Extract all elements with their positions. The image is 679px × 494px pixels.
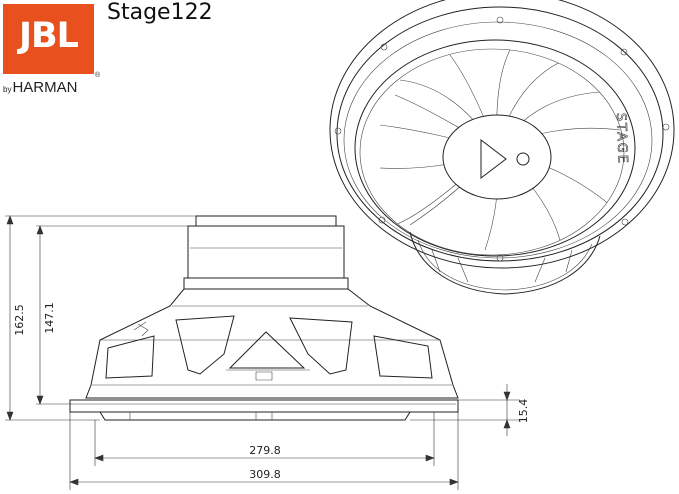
cone-edge bbox=[359, 48, 625, 256]
harman-byline: byHARMAN bbox=[3, 79, 99, 96]
harman-name: HARMAN bbox=[12, 79, 78, 96]
product-title: Stage122 bbox=[107, 0, 213, 25]
harman-by: by bbox=[3, 85, 12, 94]
surround-outer bbox=[343, 21, 653, 259]
dim-outer-diameter: 309.8 bbox=[249, 468, 281, 481]
dim-overall-height: 162.5 bbox=[13, 304, 26, 336]
basket-windows bbox=[105, 315, 433, 379]
dim-flange-thickness: 15.4 bbox=[517, 399, 530, 424]
jbl-harman-logo: JBL byHARMAN bbox=[0, 0, 100, 96]
basket-outline bbox=[85, 288, 459, 399]
speaker-side-view bbox=[69, 215, 459, 421]
cap-triangle-mark bbox=[480, 138, 507, 180]
mounting-flange bbox=[69, 399, 459, 413]
surround-inner bbox=[354, 39, 636, 257]
cone-stage-label: STAGE bbox=[613, 113, 630, 166]
speaker-perspective-view: STAGE bbox=[329, 0, 675, 295]
dimension-labels: 162.5 147.1 15.4 279.8 309.8 bbox=[13, 302, 530, 481]
dust-cap bbox=[442, 114, 552, 200]
outer-frame bbox=[329, 0, 675, 269]
frame-screws bbox=[334, 16, 670, 262]
jbl-logo-box: JBL bbox=[3, 4, 94, 74]
cap-circle-mark bbox=[516, 152, 530, 166]
top-plate bbox=[183, 277, 349, 290]
registered-mark: ® bbox=[95, 71, 101, 79]
dim-cutout-diameter: 279.8 bbox=[249, 444, 281, 457]
dim-basket-height: 147.1 bbox=[43, 302, 56, 334]
magnet bbox=[187, 225, 345, 279]
dimension-lines bbox=[5, 215, 520, 490]
motor-backplate bbox=[195, 215, 337, 227]
gasket bbox=[99, 411, 411, 421]
jbl-logo-text: JBL bbox=[18, 16, 79, 56]
